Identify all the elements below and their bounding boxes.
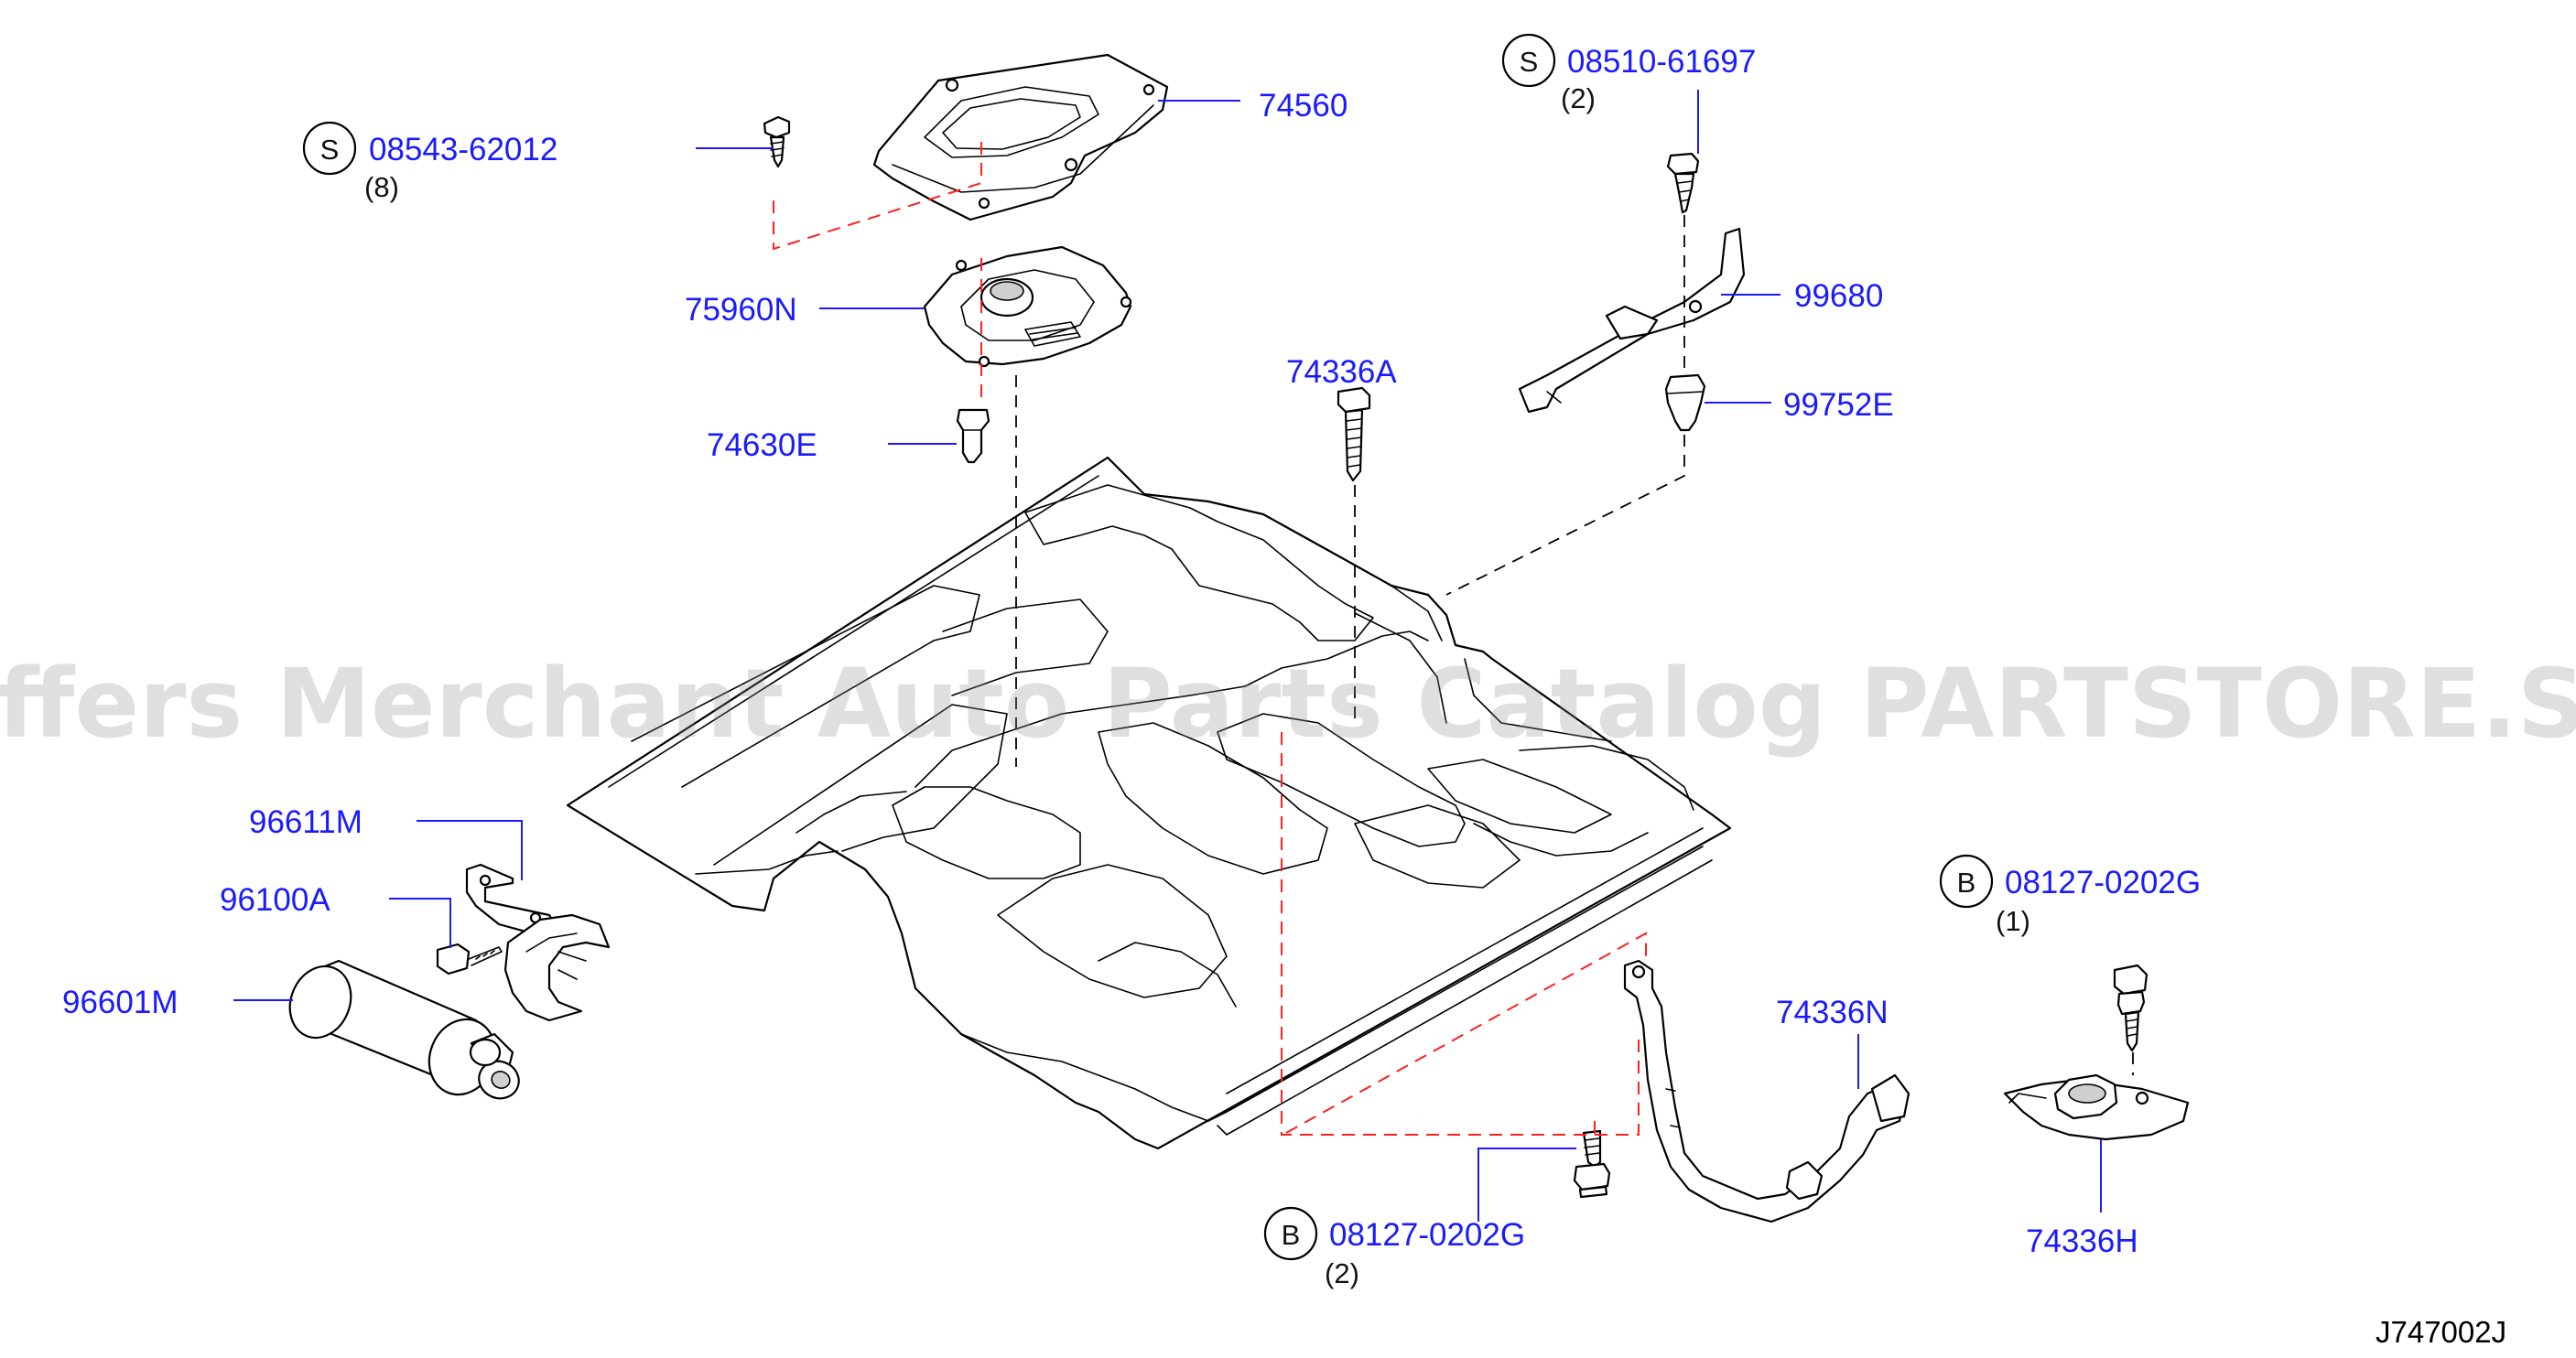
callout-96100A[interactable]: 96100A bbox=[220, 882, 451, 948]
part-number: 74336A bbox=[1286, 354, 1397, 390]
part-number: 96100A bbox=[220, 882, 330, 918]
callout-prefix-B: B bbox=[1957, 867, 1976, 899]
part-number: 96601M bbox=[62, 985, 178, 1020]
bolt-96100A[interactable] bbox=[436, 943, 503, 975]
bracket-96611M[interactable] bbox=[465, 863, 611, 1022]
bracket-74336H[interactable] bbox=[2003, 1073, 2190, 1141]
callout-96611M[interactable]: 96611M bbox=[249, 804, 523, 880]
callout-08543-62012[interactable]: S 08543-62012 (8) bbox=[302, 121, 774, 203]
part-number: 99680 bbox=[1794, 278, 1883, 314]
callout-74630E[interactable]: 74630E bbox=[707, 427, 957, 463]
callout-99752E[interactable]: 99752E bbox=[1705, 387, 1894, 423]
callout-75960N[interactable]: 75960N bbox=[685, 292, 925, 328]
bolt-08127-0202G-single[interactable] bbox=[2113, 964, 2148, 1052]
figure-code: J747002J bbox=[2376, 1315, 2506, 1349]
grommet-74630E[interactable] bbox=[956, 408, 990, 464]
quantity: (2) bbox=[1325, 1257, 1359, 1289]
cover-plate-74560[interactable] bbox=[872, 53, 1169, 221]
part-number: 99752E bbox=[1783, 387, 1894, 423]
callout-prefix-B: B bbox=[1282, 1219, 1301, 1251]
clip-99752E[interactable] bbox=[1664, 373, 1706, 432]
floor-panel bbox=[566, 456, 1732, 1150]
part-number: 74560 bbox=[1259, 88, 1348, 124]
bolt-74336A[interactable] bbox=[1337, 386, 1371, 482]
quantity: (1) bbox=[1996, 905, 2030, 937]
quantity: (8) bbox=[364, 171, 399, 203]
part-number: 74336H bbox=[2026, 1223, 2138, 1259]
part-number: 08543-62012 bbox=[369, 132, 557, 167]
callout-74560[interactable]: 74560 bbox=[1158, 88, 1348, 124]
callout-prefix-S: S bbox=[320, 134, 340, 166]
part-number: 08510-61697 bbox=[1567, 44, 1756, 80]
screw-08543-62012[interactable] bbox=[763, 115, 791, 168]
callout-96601M[interactable]: 96601M bbox=[62, 985, 293, 1020]
bolt-08127-0202G-pair[interactable] bbox=[1573, 1129, 1611, 1199]
part-number: 74630E bbox=[707, 427, 817, 463]
callout-08510-61697[interactable]: S 08510-61697 (2) bbox=[1501, 33, 1756, 154]
strap-99680[interactable] bbox=[1518, 227, 1746, 414]
callout-74336A[interactable]: 74336A bbox=[1286, 354, 1397, 390]
callout-99680[interactable]: 99680 bbox=[1721, 278, 1883, 314]
rod-bracket-74336N[interactable] bbox=[1623, 959, 1910, 1223]
callout-prefix-S: S bbox=[1520, 46, 1539, 78]
alignment-lines bbox=[773, 142, 2134, 1139]
watermark: Offers Merchant Auto Parts Catalog PARTS… bbox=[0, 648, 2576, 760]
callout-74336N[interactable]: 74336N bbox=[1776, 995, 1889, 1089]
part-number: 74336N bbox=[1776, 995, 1889, 1030]
quantity: (2) bbox=[1561, 82, 1596, 114]
part-number: 08127-0202G bbox=[1329, 1217, 1525, 1253]
shift-boot-75960N[interactable] bbox=[923, 245, 1132, 368]
callout-74336H[interactable]: 74336H bbox=[2026, 1139, 2138, 1259]
canister-96601M[interactable] bbox=[279, 957, 525, 1105]
part-number: 75960N bbox=[685, 292, 797, 328]
screw-08510-61697[interactable] bbox=[1666, 152, 1700, 214]
callout-08127-0202G-1[interactable]: B 08127-0202G (1) bbox=[1939, 854, 2201, 937]
callout-08127-0202G-2[interactable]: B 08127-0202G (2) bbox=[1263, 1148, 1576, 1289]
part-number: 96611M bbox=[249, 804, 363, 840]
part-number: 08127-0202G bbox=[2005, 865, 2201, 900]
